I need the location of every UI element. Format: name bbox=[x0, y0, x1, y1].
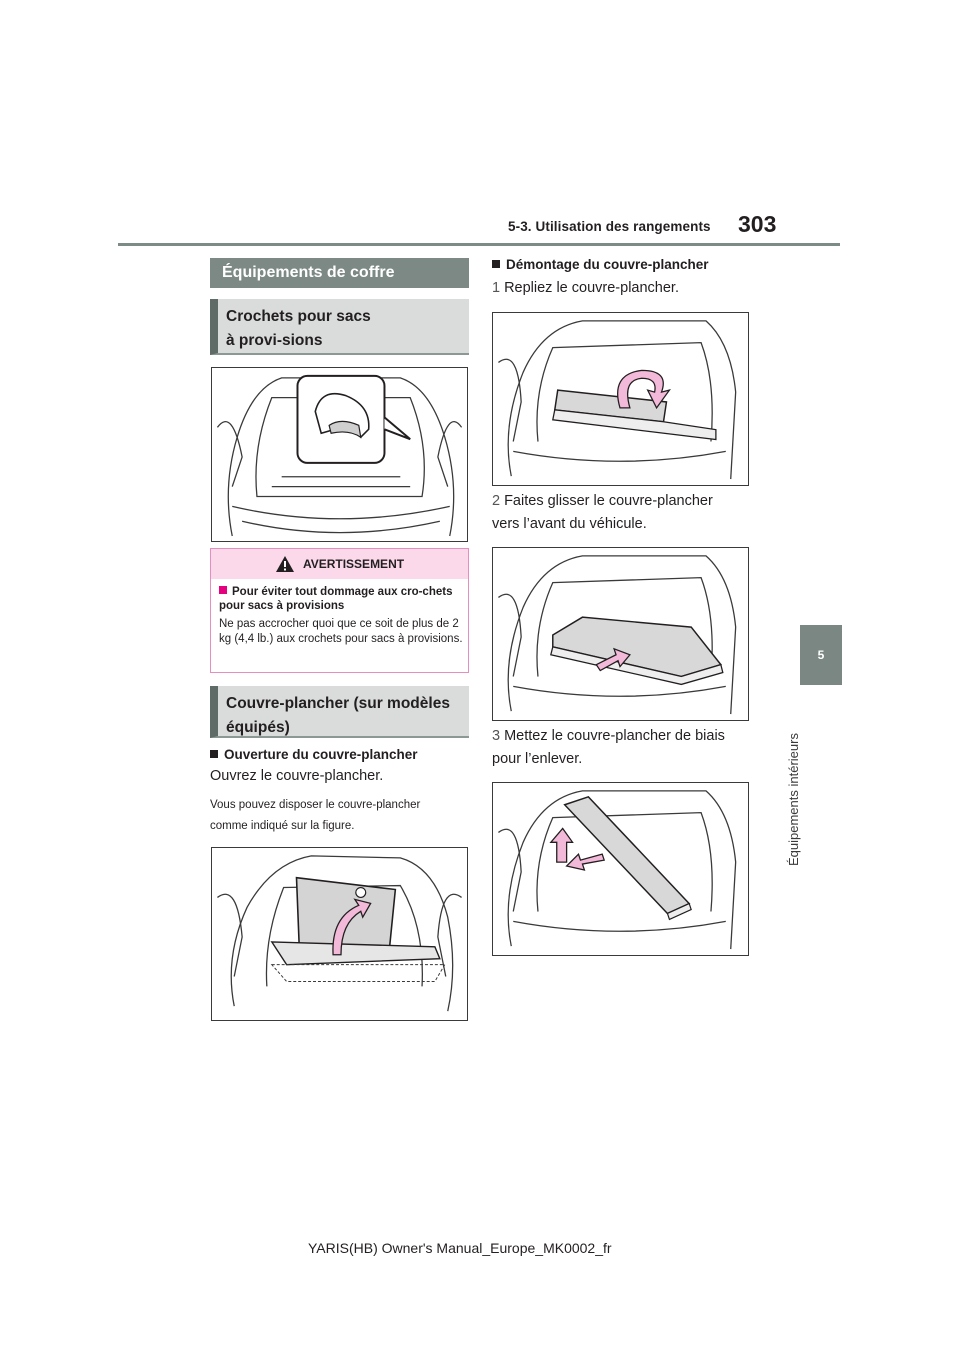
step-text: Mettez le couvre-plancher de biais pour … bbox=[492, 728, 725, 767]
slide-arrow-icon bbox=[595, 647, 631, 672]
footer-manual-id: YARIS(HB) Owner's Manual_Europe_MK0002_f… bbox=[308, 1240, 612, 1256]
step-number: 3 bbox=[492, 728, 501, 744]
chapter-tab[interactable]: 5 bbox=[800, 625, 842, 685]
warning-title: AVERTISSEMENT bbox=[302, 557, 405, 571]
step-number: 1 bbox=[492, 280, 501, 296]
pull-arrow-icon bbox=[565, 852, 606, 871]
figure-bag-hooks bbox=[211, 367, 468, 542]
warning-box: AVERTISSEMENT Pour éviter tout dommage a… bbox=[210, 548, 469, 673]
subheading-hooks-text: Crochets pour sacs à provi-sions bbox=[226, 308, 371, 349]
section-label: 5-3. Utilisation des rangements bbox=[508, 219, 711, 234]
opening-text: Ouvrez le couvre-plancher. bbox=[210, 768, 384, 784]
figure-step-3 bbox=[492, 782, 749, 956]
lift-arrow-icon bbox=[549, 827, 574, 863]
figure-step-3-drawing bbox=[498, 790, 737, 950]
subheading-hooks: Crochets pour sacs à provi-sions bbox=[210, 299, 469, 355]
page-number: 303 bbox=[738, 211, 777, 237]
subheading-floor-cover-text: Couvre-plancher (sur modèles équipés) bbox=[226, 695, 450, 736]
warning-bullet-icon bbox=[219, 586, 227, 594]
chapter-title-text: Équipements intérieurs bbox=[786, 733, 801, 866]
warning-text: Ne pas accrocher quoi que ce soit de plu… bbox=[219, 618, 463, 645]
step-text: Repliez le couvre-plancher. bbox=[504, 280, 679, 296]
step-number: 2 bbox=[492, 493, 501, 509]
opening-note: Vous pouvez disposer le couvre-plancher … bbox=[210, 799, 421, 832]
square-bullet-icon bbox=[210, 750, 218, 758]
opening-title: Ouverture du couvre-plancher bbox=[210, 747, 418, 762]
warning-subtitle-text: Pour éviter tout dommage aux cro-chets p… bbox=[219, 586, 453, 612]
arrow-up-icon bbox=[332, 898, 372, 956]
removal-title-text: Démontage du couvre-plancher bbox=[506, 257, 709, 272]
step-text: Faites glisser le couvre-plancher vers l… bbox=[492, 493, 713, 532]
square-bullet-icon bbox=[492, 260, 500, 268]
figure-open-cover bbox=[211, 847, 468, 1021]
main-heading: Équipements de coffre bbox=[210, 258, 469, 288]
figure-open-cover-drawing bbox=[217, 855, 462, 1012]
opening-title-text: Ouverture du couvre-plancher bbox=[224, 747, 418, 762]
figure-step-2-drawing bbox=[498, 555, 737, 715]
figure-step-1-drawing bbox=[498, 320, 737, 480]
removal-title: Démontage du couvre-plancher bbox=[492, 257, 709, 272]
warning-subtitle: Pour éviter tout dommage aux cro-chets p… bbox=[219, 585, 464, 613]
figure-step-1 bbox=[492, 312, 749, 486]
figure-bag-hooks-drawing bbox=[216, 374, 463, 537]
warning-header: AVERTISSEMENT bbox=[211, 549, 468, 579]
header-rule bbox=[118, 243, 840, 246]
rotate-arrow-icon bbox=[617, 369, 671, 410]
figure-step-2 bbox=[492, 547, 749, 721]
subheading-floor-cover: Couvre-plancher (sur modèles équipés) bbox=[210, 686, 469, 738]
warning-triangle-icon bbox=[275, 556, 294, 572]
chapter-title: Équipements intérieurs bbox=[784, 690, 808, 870]
